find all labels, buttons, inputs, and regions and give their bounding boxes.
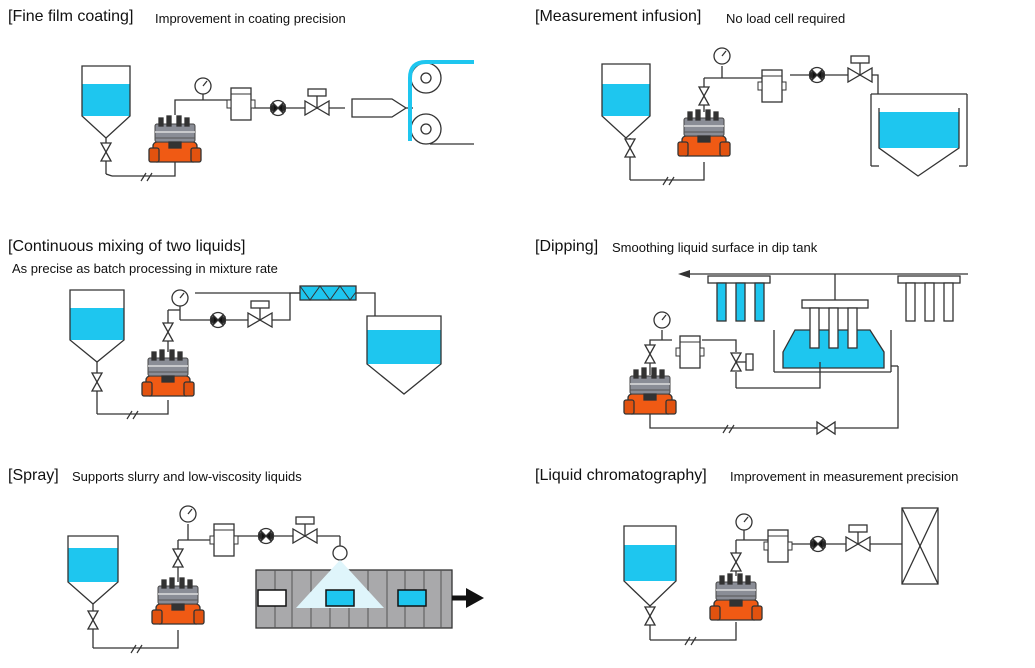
panel-subtitle-dipping: Smoothing liquid surface in dip tank — [612, 240, 818, 255]
panel-subtitle-continuous-mixing: As precise as batch processing in mixtur… — [12, 261, 278, 276]
panel-title-dipping: [Dipping] — [535, 238, 599, 255]
panel-subtitle-spray: Supports slurry and low-viscosity liquid… — [72, 469, 302, 484]
panel-subtitle-fine-film-coating: Improvement in coating precision — [155, 11, 346, 26]
fine-film-coating-diagram — [81, 60, 474, 177]
dipping-diagram — [649, 270, 968, 429]
panel-title-fine-film-coating: [Fine film coating] — [8, 8, 134, 25]
continuous-mixing-diagram — [69, 285, 442, 415]
panel-title-continuous-mixing: [Continuous mixing of two liquids] — [8, 238, 246, 255]
panel-title-liquid-chromatography: [Liquid chromatography] — [535, 467, 707, 484]
panel-subtitle-liquid-chromatography: Improvement in measurement precision — [730, 469, 959, 484]
panel-title-spray: [Spray] — [8, 467, 59, 484]
liquid-chromatography-diagram — [623, 507, 939, 641]
spray-diagram — [67, 524, 484, 649]
measurement-infusion-diagram — [601, 63, 968, 181]
panel-title-measurement-infusion: [Measurement infusion] — [535, 8, 702, 25]
panel-subtitle-measurement-infusion: No load cell required — [726, 11, 846, 26]
